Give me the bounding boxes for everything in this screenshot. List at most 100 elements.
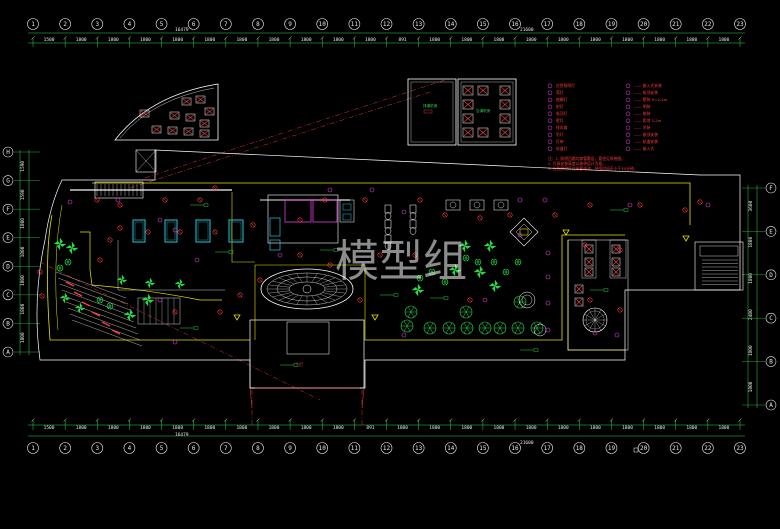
plant-spoke: [476, 259, 479, 263]
fan-blade: [147, 299, 155, 304]
fan-blade: [53, 240, 61, 245]
legend-description: —— 轨道安装: [634, 139, 658, 144]
grid-bubble: [765, 226, 777, 237]
plant-spoke: [426, 327, 431, 334]
light-fixture: [297, 217, 303, 223]
fixture-cross: [463, 100, 473, 109]
grid-bubble-label: 10: [319, 21, 327, 28]
grid-bubble-label: 4: [128, 445, 132, 452]
light-fixture: [467, 297, 473, 303]
fixture-cross: [463, 86, 473, 95]
grid-bubble: [765, 356, 777, 367]
grid-bubble: [605, 442, 618, 454]
fan-blade: [144, 299, 149, 307]
plant-spoke: [109, 305, 112, 309]
dim-slash: [513, 418, 517, 422]
dim-slash: [641, 36, 646, 40]
fan-symbols: [53, 237, 502, 322]
dim-value: 1800: [654, 425, 665, 431]
light-fixture-cross: [173, 310, 177, 314]
toilet-fixture: [384, 204, 392, 214]
grid-bubble: [444, 442, 457, 454]
grid-bubble: [2, 146, 14, 158]
fixture-cross: [140, 110, 149, 117]
grid-bubble-label: 2: [63, 21, 67, 28]
fan-blade: [491, 285, 496, 293]
fixture-cross: [152, 126, 161, 133]
toilet-fixture: [409, 204, 417, 214]
fan-blade: [123, 311, 131, 316]
light-fixture-cross: [178, 230, 182, 234]
light-fixture: [507, 212, 513, 218]
dim-value: 1800: [622, 37, 633, 43]
grid-bubble-label: 4: [128, 21, 132, 28]
fixture-cross: [500, 100, 510, 109]
grid-bubble-label: 16: [511, 21, 519, 28]
oval-ray: [324, 290, 346, 294]
light-fixture: [145, 229, 151, 235]
fixture-box: [195, 95, 206, 104]
fan-blade: [483, 242, 491, 247]
oval-ray: [278, 277, 295, 285]
fixture-cross: [612, 268, 620, 276]
toilet-bowl: [384, 242, 392, 250]
cyan-tables: [132, 219, 244, 243]
legend-description: —— 吊装: [634, 125, 651, 130]
plant-spoke: [67, 261, 70, 265]
lounge-stripe: [67, 307, 139, 335]
grid-bubble: [220, 442, 232, 454]
light-fixture-cross: [588, 298, 592, 302]
grid-bubble: [765, 399, 777, 411]
oval-ray: [311, 273, 318, 283]
legend-symbol: [625, 83, 631, 89]
socket-mark: [401, 209, 407, 215]
light-fixture-cross: [251, 223, 255, 227]
dim-slash: [609, 418, 614, 422]
fixture-cross: [500, 114, 510, 123]
light-fixture: [682, 207, 688, 213]
grid-bubble-label: 18: [576, 21, 584, 28]
socket-mark: [545, 327, 551, 333]
grid-bubble-label: D: [6, 263, 10, 270]
toilet-bowl: [384, 212, 392, 220]
plant-spoke: [406, 325, 411, 332]
grid-bubble-label: F: [6, 206, 10, 213]
dim-value: 1800: [204, 37, 215, 43]
table-ray: [588, 319, 596, 331]
grid-bubble-label: 12: [383, 21, 391, 28]
socket-mark: [157, 217, 163, 223]
socket-mark: [592, 330, 598, 336]
svg-text:门厅: 门厅: [296, 362, 304, 367]
light-fixture: [217, 309, 223, 315]
plant-spoke: [426, 322, 431, 329]
legend-symbol: [547, 132, 553, 138]
oval-ray: [324, 284, 346, 288]
legend-description: —— 壁装 H=2.4m: [634, 97, 668, 102]
legend-label: 吸顶灯: [556, 111, 568, 116]
grid-bubble-label: 5: [160, 21, 164, 28]
plant-spoke: [108, 303, 111, 307]
light-fixture: [697, 199, 703, 205]
grid-bubble-label: E: [769, 228, 773, 235]
dim-value: 1800: [686, 37, 697, 43]
grid-bubble: [220, 18, 232, 30]
grid-bubble: [765, 182, 777, 194]
grid-bubble: [637, 18, 650, 30]
plant-spoke: [59, 265, 62, 269]
table-ray: [588, 309, 596, 321]
fixture-cross: [500, 128, 510, 137]
grid-bubble: [509, 18, 521, 30]
plant-spoke: [410, 306, 415, 313]
legend-symbol: [547, 111, 553, 117]
oval-ray: [278, 293, 295, 301]
light-fixture-cross: [508, 213, 512, 217]
plant-spoke: [108, 305, 111, 309]
grid-bubble: [765, 269, 777, 281]
fan-blade: [121, 279, 128, 283]
dim-value: 1800: [461, 37, 472, 43]
grid-bubble-label: G: [6, 178, 10, 185]
dim-slash: [706, 418, 710, 422]
plant-spoke: [505, 271, 508, 275]
oval-ray: [296, 295, 303, 305]
